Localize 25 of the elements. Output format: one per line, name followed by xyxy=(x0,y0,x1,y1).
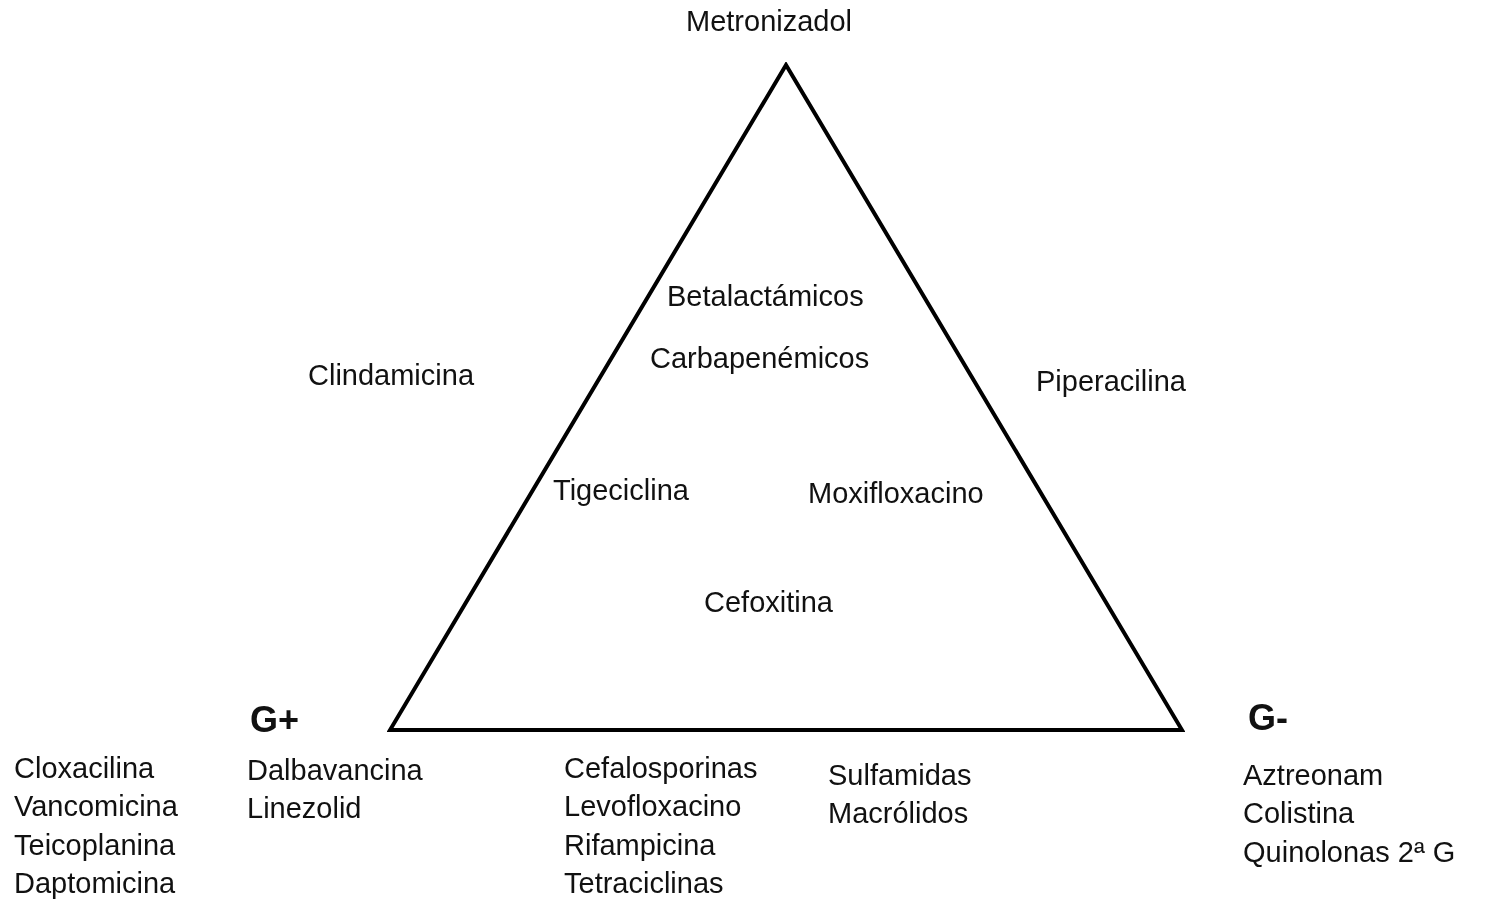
drug-label: Cloxacilina xyxy=(14,751,155,785)
drug-label: Vancomicina xyxy=(14,789,178,823)
drug-label: Levofloxacino xyxy=(564,789,742,823)
drug-label: Cefoxitina xyxy=(704,586,833,618)
drug-label: Sulfamidas xyxy=(828,758,972,792)
drug-label: Cefalosporinas xyxy=(564,751,758,785)
gram-label: G+ xyxy=(250,700,300,740)
drug-label: Clindamicina xyxy=(308,358,474,392)
drug-label: Quinolonas 2ª G xyxy=(1243,835,1456,869)
gram-label: G- xyxy=(1248,698,1288,738)
drug-label: Carbapenémicos xyxy=(650,342,870,374)
drug-label: Betalactámicos xyxy=(667,280,864,312)
drug-label: Metronizadol xyxy=(686,4,853,38)
drug-label: Dalbavancina xyxy=(247,753,423,787)
drug-label: Tetraciclinas xyxy=(564,866,724,900)
drug-label: Tigeciclina xyxy=(553,474,689,506)
drug-label: Daptomicina xyxy=(14,866,176,900)
drug-label: Rifampicina xyxy=(564,828,716,862)
drug-label: Colistina xyxy=(1243,796,1355,830)
drug-label: Linezolid xyxy=(247,791,362,825)
drug-label: Teicoplanina xyxy=(14,828,176,862)
drug-label: Macrólidos xyxy=(828,796,969,830)
drug-label: Piperacilina xyxy=(1036,364,1186,398)
drug-label: Aztreonam xyxy=(1243,758,1384,792)
drug-label: Moxifloxacino xyxy=(808,477,984,509)
